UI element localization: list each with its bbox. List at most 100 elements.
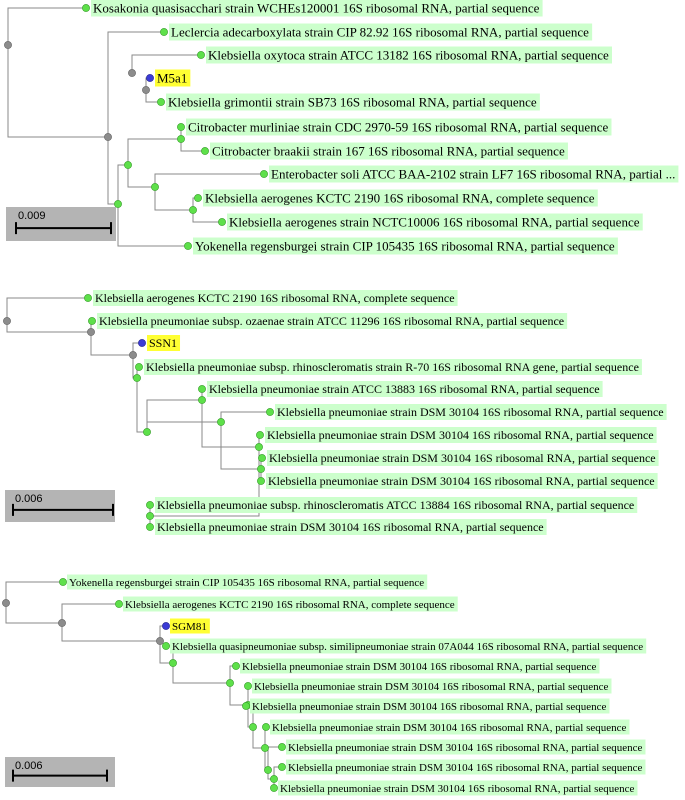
scale-bar-line xyxy=(12,769,108,782)
internal-node xyxy=(146,512,154,520)
branch xyxy=(117,164,128,204)
internal-node xyxy=(189,206,197,214)
branch xyxy=(220,411,270,422)
leaf-node xyxy=(88,317,96,325)
query-node xyxy=(146,74,154,82)
branch xyxy=(145,90,161,103)
leaf-node xyxy=(266,408,274,416)
leaf-label-background xyxy=(252,678,612,694)
leaf-label-background xyxy=(91,0,543,17)
branch xyxy=(146,421,221,432)
branch xyxy=(136,378,147,433)
query-label-highlight xyxy=(147,335,181,351)
leaf-node xyxy=(256,431,264,439)
leaf-label-background xyxy=(144,359,642,375)
query-node xyxy=(138,339,146,347)
scale-bar: 0.006 xyxy=(5,757,115,787)
internal-node xyxy=(257,465,265,473)
scale-bar-line xyxy=(15,222,112,235)
branch xyxy=(5,581,63,603)
branch xyxy=(6,297,88,321)
leaf-label-background xyxy=(278,780,638,796)
leaf-label: Klebsiella pneumoniae strain DSM 30104 1… xyxy=(268,474,655,488)
leaf-label-background xyxy=(170,638,647,654)
leaf-node xyxy=(146,523,154,531)
leaf-node xyxy=(278,763,286,771)
leaf-label-background xyxy=(193,237,618,255)
leaf-label: Kosakonia quasisacchari strain WCHEs1200… xyxy=(93,1,540,16)
leaf-label: Klebsiella pneumoniae strain DSM 30104 1… xyxy=(280,783,634,795)
internal-node xyxy=(198,396,206,404)
query-sequence-label: M5a1 xyxy=(157,71,187,86)
branch xyxy=(252,727,265,749)
leaf-label: Klebsiella pneumoniae strain DSM 30104 1… xyxy=(269,451,656,465)
leaf-label-background xyxy=(97,313,568,329)
branch xyxy=(220,422,261,470)
leaf-label-background xyxy=(206,46,612,64)
internal-node xyxy=(177,135,185,143)
leaf-node xyxy=(218,218,226,226)
internal-node xyxy=(4,41,12,49)
leaf-node xyxy=(262,723,270,731)
branch xyxy=(127,165,155,188)
leaf-label: Klebsiella pneumoniae strain DSM 30104 1… xyxy=(157,520,544,534)
leaf-label: Klebsiella aerogenes strain NCTC10006 16… xyxy=(229,215,640,230)
internal-node xyxy=(217,418,225,426)
internal-node xyxy=(151,183,159,191)
leaf-label: Klebsiella pneumoniae subsp. ozaenae str… xyxy=(99,314,564,328)
scale-bar-box xyxy=(5,490,115,522)
leaf-node xyxy=(270,784,278,792)
leaf-label: Klebsiella pneumoniae subsp. rhinosclero… xyxy=(157,498,634,512)
branch xyxy=(61,623,160,642)
leaf-label: Klebsiella aerogenes KCTC 2190 16S ribos… xyxy=(125,599,455,611)
branch xyxy=(172,663,230,684)
scale-bar-line xyxy=(12,503,114,516)
leaf-label: Citrobacter murliniae strain CDC 2970-59… xyxy=(188,120,608,135)
leaf-label: Klebsiella pneumoniae strain DSM 30104 1… xyxy=(288,742,642,754)
internal-node xyxy=(114,200,122,208)
branch xyxy=(180,139,205,152)
leaf-label: Klebsiella pneumoniae strain DSM 30104 1… xyxy=(254,681,608,693)
internal-node xyxy=(270,775,278,783)
branch xyxy=(201,400,259,448)
internal-node xyxy=(3,317,11,325)
leaf-node xyxy=(115,600,123,608)
query-sequence-label: SSN1 xyxy=(149,336,177,350)
branch xyxy=(117,204,188,247)
internal-node xyxy=(104,133,112,141)
leaf-label-background xyxy=(240,658,600,674)
leaf-label: Klebsiella pneumoniae strain DSM 30104 1… xyxy=(277,405,664,419)
internal-node xyxy=(249,723,257,731)
tree-1: Kosakonia quasisacchari strain WCHEs1200… xyxy=(4,0,679,255)
leaf-label-background xyxy=(269,165,679,183)
leaf-label-background xyxy=(207,381,603,397)
leaf-node xyxy=(198,385,206,393)
scale-bar: 0.006 xyxy=(5,490,115,522)
branch xyxy=(6,321,91,333)
leaf-node xyxy=(84,294,92,302)
internal-node xyxy=(128,69,136,77)
leaf-label: Klebsiella pneumoniae strain DSM 30104 1… xyxy=(267,428,654,442)
scale-bar-value: 0.009 xyxy=(18,210,46,222)
leaf-label: Klebsiella aerogenes KCTC 2190 16S ribos… xyxy=(95,291,455,305)
branch xyxy=(127,138,181,165)
branch xyxy=(146,399,202,432)
internal-node xyxy=(264,766,272,774)
branch xyxy=(159,641,173,664)
scale-bar: 0.009 xyxy=(6,207,116,241)
leaf-node xyxy=(242,702,250,710)
leaf-label-background xyxy=(265,427,657,443)
query-sequence-label: SGM81 xyxy=(172,621,207,633)
leaf-node xyxy=(257,477,265,485)
internal-node xyxy=(226,679,234,687)
leaf-label-background xyxy=(155,497,638,513)
scale-bar-value: 0.006 xyxy=(15,760,43,772)
leaf-label-background xyxy=(210,142,568,160)
tree-2: Klebsiella aerogenes KCTC 2190 16S ribos… xyxy=(3,290,667,535)
leaf-label: Klebsiella aerogenes KCTC 2190 16S ribos… xyxy=(205,191,595,206)
internal-node xyxy=(124,161,132,169)
leaf-label: Klebsiella pneumoniae strain DSM 30104 1… xyxy=(242,661,596,673)
internal-node xyxy=(129,351,137,359)
branch xyxy=(61,603,119,623)
